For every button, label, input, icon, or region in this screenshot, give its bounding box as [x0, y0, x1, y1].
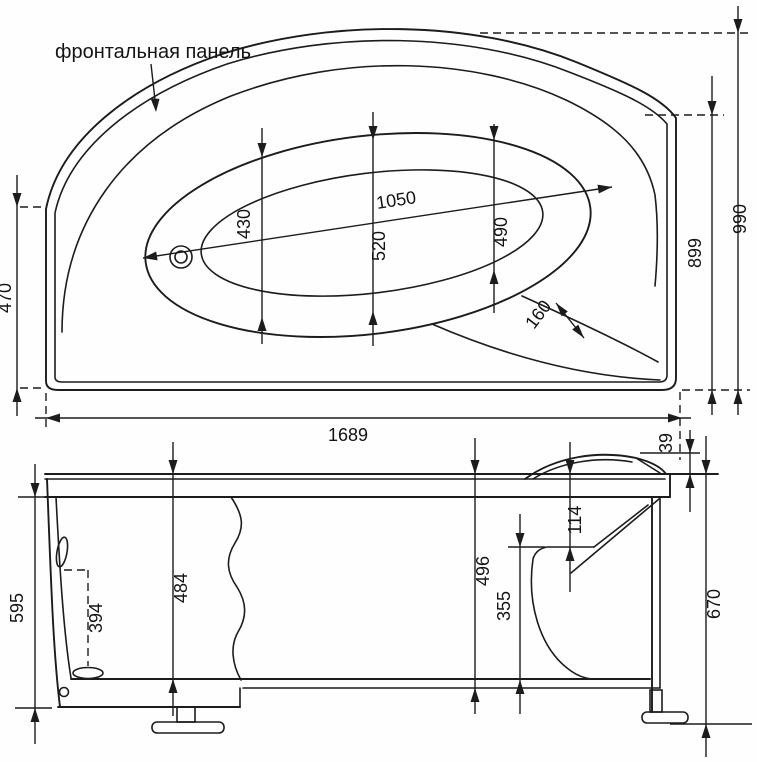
drain-side — [72, 666, 104, 680]
dim-seat-height: 355 — [494, 591, 514, 621]
dimension-484: 484 — [168, 442, 191, 716]
deck-inner-edge — [61, 64, 659, 333]
dimension-990: 990 — [480, 6, 750, 415]
tub-outer-outline — [45, 28, 677, 391]
dimension-470: 470 — [0, 175, 46, 416]
seat-profile — [530, 546, 595, 680]
drain-icon — [169, 245, 193, 269]
dim-width-rim: 899 — [685, 238, 705, 268]
dim-headrest-height: 39 — [656, 433, 676, 453]
dimension-520: 520 — [368, 112, 389, 346]
break-line — [227, 496, 246, 681]
overflow-hole — [55, 536, 69, 568]
seat-outer-edge — [431, 323, 661, 381]
deck-diagonal — [570, 498, 660, 574]
dim-inner-depth: 484 — [171, 573, 191, 603]
top-view: фронтальная панель 470 430 520 — [0, 6, 750, 460]
dimension-496: 496 — [470, 438, 493, 714]
dim-length: 1689 — [328, 425, 368, 445]
dim-seat-width: 160 — [521, 296, 555, 332]
left-foot — [151, 706, 225, 734]
dimension-670: 670 — [670, 436, 752, 757]
dimension-430: 430 — [234, 128, 267, 344]
dimension-899: 899 — [645, 76, 750, 415]
dim-left-side: 470 — [0, 283, 15, 313]
dim-overflow-to-drain: 394 — [86, 603, 106, 633]
side-view: 595 394 484 496 355 — [7, 430, 752, 757]
apron-left-edge — [46, 478, 61, 708]
dimension-160: 160 — [521, 296, 585, 339]
dimension-39: 39 — [640, 430, 700, 512]
dimension-595: 595 — [7, 464, 52, 744]
well-bottom-outline — [200, 169, 544, 297]
dimension-355: 355 — [494, 514, 545, 714]
left-wall-inner — [55, 496, 72, 679]
well-outline — [144, 132, 592, 338]
dim-well-width-mid: 520 — [369, 231, 389, 261]
dim-well-width-left: 430 — [234, 209, 254, 239]
dimension-1689: 1689 — [35, 392, 691, 460]
front-panel-leader: фронтальная панель — [55, 41, 251, 112]
dimension-1050: 1050 — [142, 184, 613, 261]
fixing-hole — [58, 686, 70, 698]
seat-inner-edge — [521, 295, 659, 363]
deck-diagonal-2 — [593, 504, 649, 548]
leader-arrowhead — [150, 98, 160, 112]
dimension-114: 114 — [565, 442, 585, 592]
dim-shell-height: 496 — [473, 556, 493, 586]
tub-rim-inner-outline — [54, 39, 668, 383]
dim-total-height: 670 — [704, 589, 724, 619]
dim-well-length: 1050 — [375, 187, 418, 213]
dim-rim-to-seat: 114 — [565, 506, 585, 535]
dim-panel-height: 595 — [7, 593, 27, 623]
dim-well-width-right: 490 — [491, 217, 511, 247]
dim-width-overall: 990 — [730, 204, 750, 234]
dimension-490: 490 — [489, 124, 511, 313]
headrest — [524, 453, 667, 480]
front-panel-label: фронтальная панель — [55, 41, 251, 63]
right-foot — [641, 689, 689, 724]
